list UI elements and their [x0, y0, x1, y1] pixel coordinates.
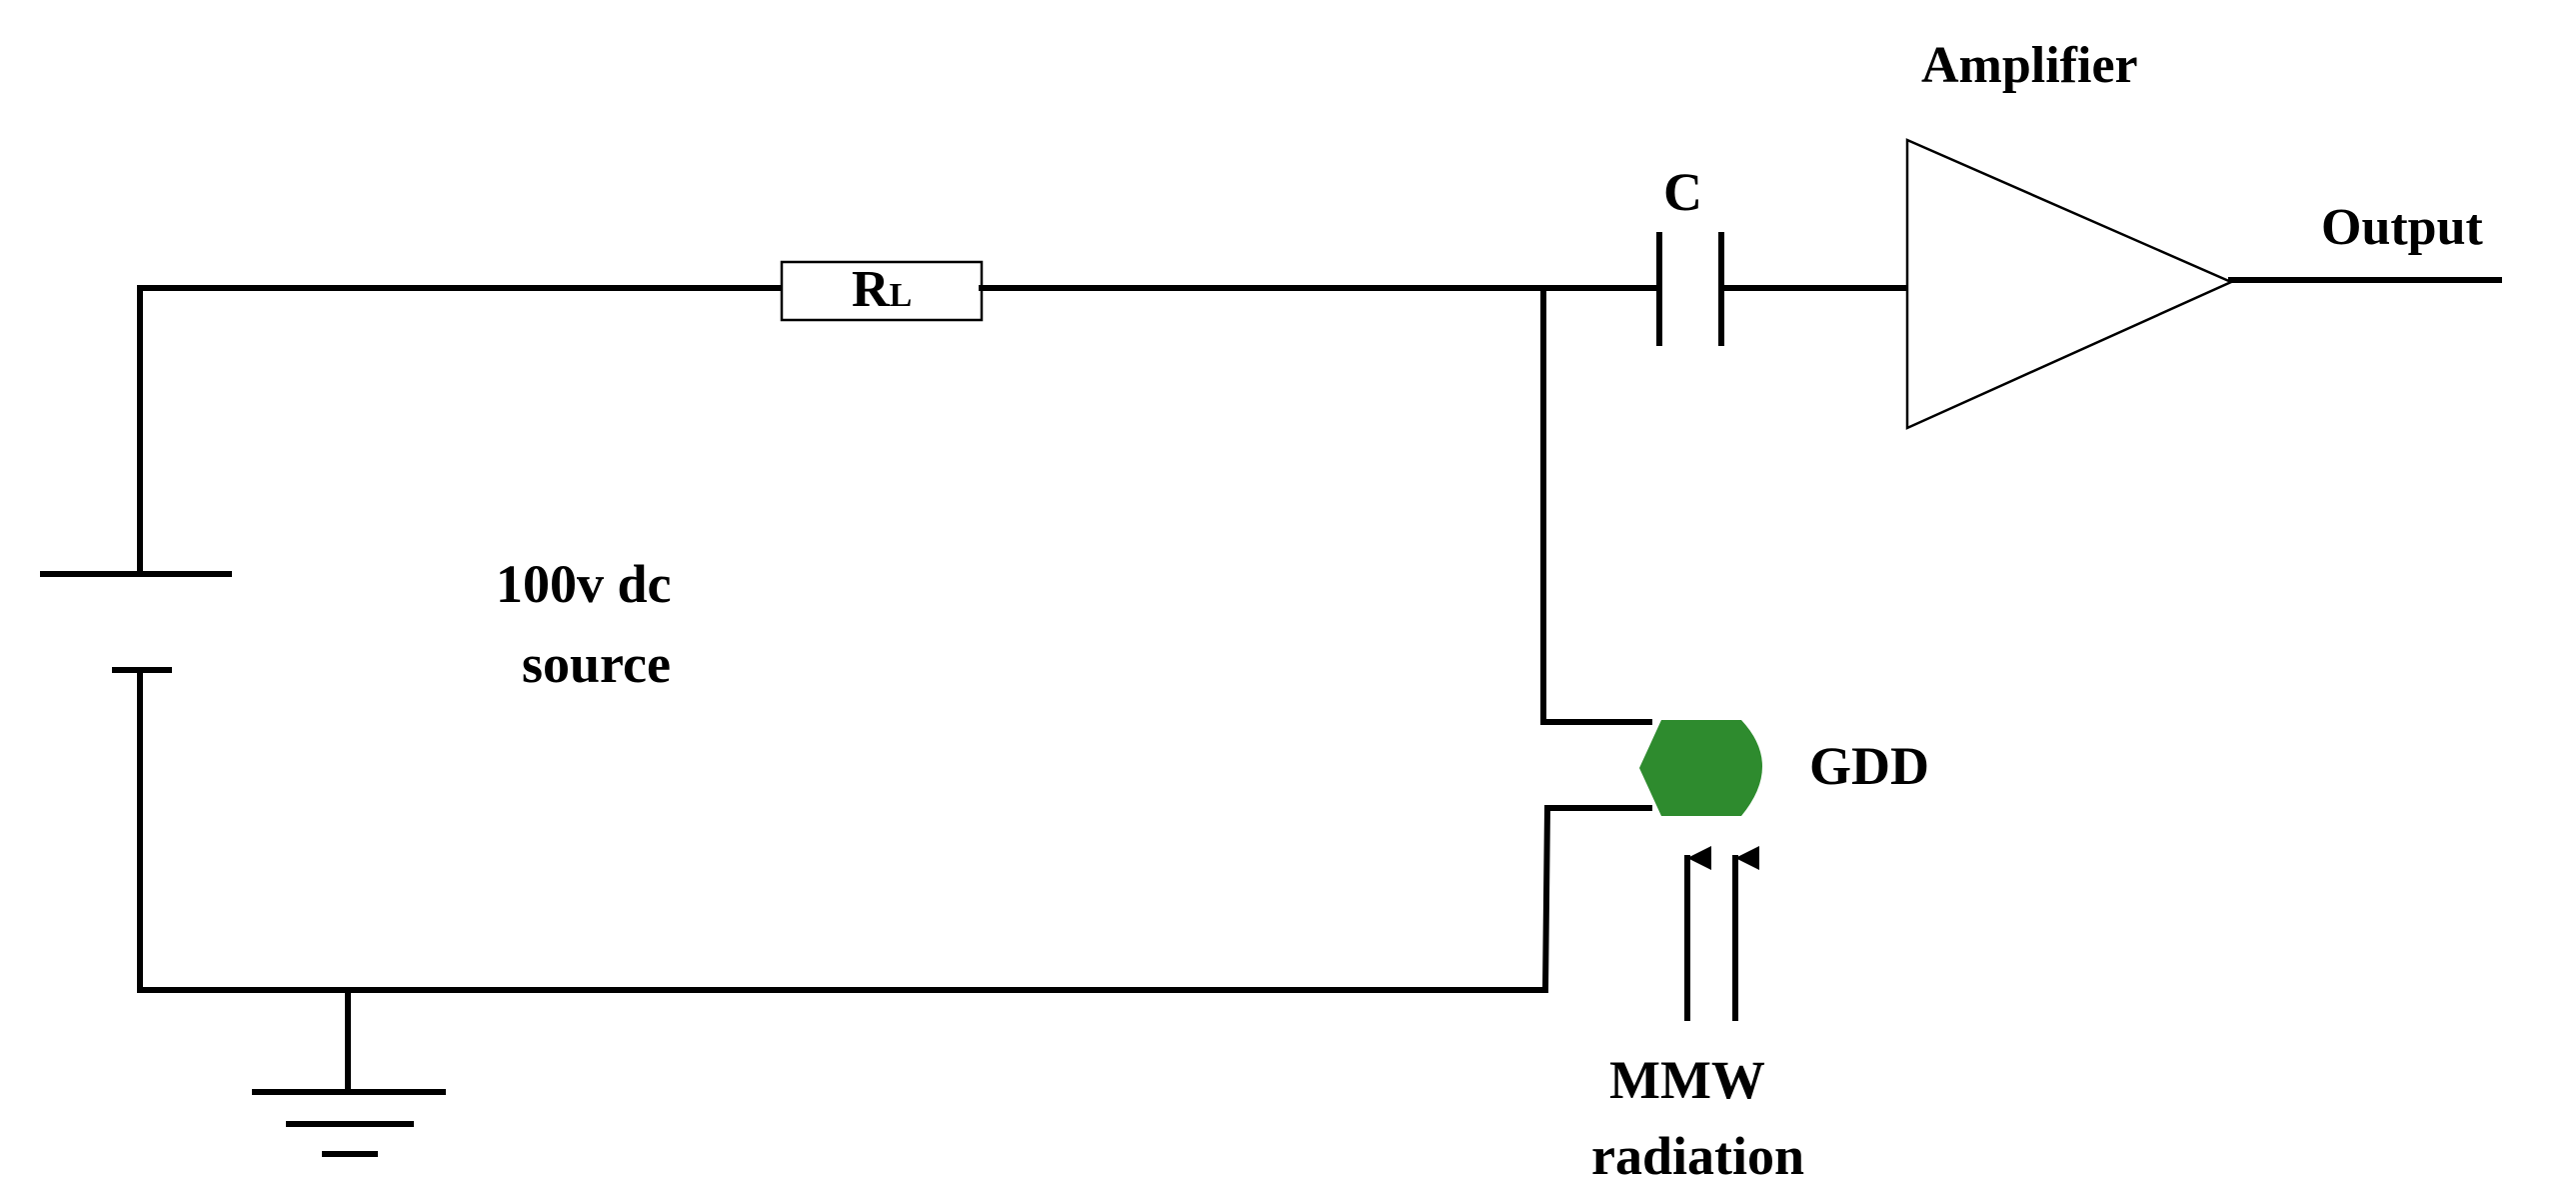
resistor-label-sub: L	[890, 277, 913, 314]
gdd-detector	[1639, 720, 1762, 816]
resistor-label: RL	[852, 261, 912, 318]
resistor-label-main: R	[852, 261, 891, 318]
wire-bottom	[137, 667, 1548, 993]
output-label: Output	[2321, 199, 2484, 256]
source-label-line1: 100v dc	[496, 554, 672, 614]
source-label-line2: source	[522, 634, 671, 694]
wire-detector-return	[1541, 805, 1652, 994]
radiation-label-line1: MMW	[1609, 1050, 1765, 1110]
amplifier-label: Amplifier	[1921, 37, 2138, 94]
radiation-label-line2: radiation	[1591, 1126, 1804, 1186]
amplifier-triangle	[1905, 138, 2235, 430]
wire-branch-to-detector	[1540, 285, 1652, 725]
capacitor-label: C	[1663, 162, 1702, 222]
resistor-rl	[780, 260, 984, 322]
wire-top-left	[137, 285, 785, 577]
gdd-label: GDD	[1809, 736, 1929, 796]
